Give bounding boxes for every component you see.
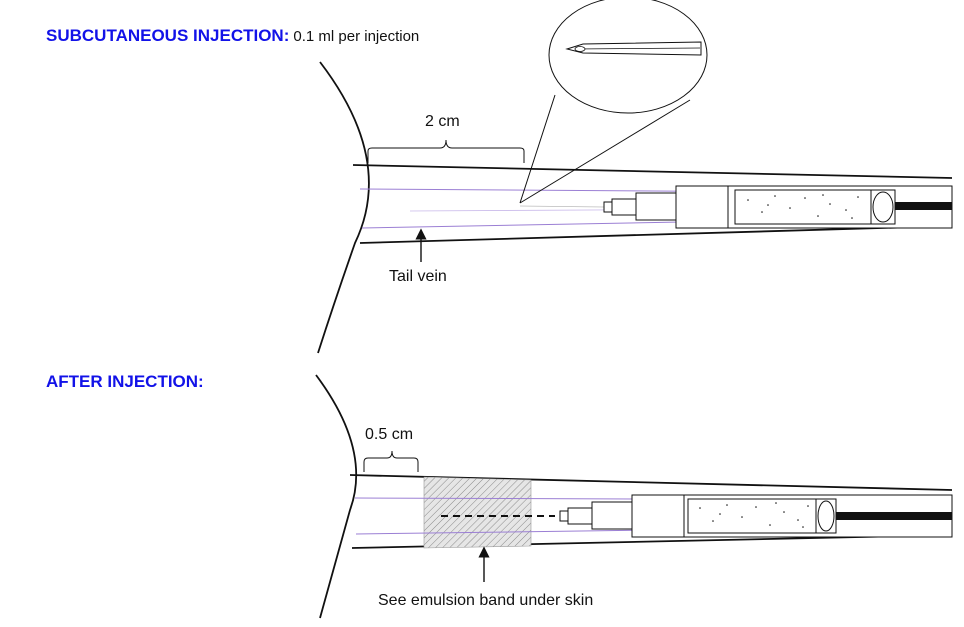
- section-1-title: SUBCUTANEOUS INJECTION:: [46, 26, 290, 45]
- section-2-heading: AFTER INJECTION:: [46, 372, 204, 391]
- body-outline: [315, 374, 358, 619]
- magnifier-cone: [519, 94, 691, 204]
- tail-lower-edge: [359, 225, 953, 244]
- top-diagram: [317, 0, 953, 354]
- tail-upper-edge: [352, 164, 953, 179]
- measure-label-0.5cm: 0.5 cm: [365, 426, 414, 443]
- needle-closeup: [565, 41, 702, 56]
- tail-vein-label: Tail vein: [389, 268, 447, 285]
- injection-volume-note: 0.1 ml per injection: [293, 28, 420, 45]
- magnifier-circle: [548, 0, 708, 114]
- section-1-heading: SUBCUTANEOUS INJECTION:0.1 ml per inject…: [46, 26, 419, 46]
- body-outline: [317, 61, 370, 354]
- bottom-diagram: [315, 374, 953, 619]
- measure-bracket-2cm: [367, 139, 525, 163]
- syringe-bottom: [559, 494, 953, 538]
- emulsion-band-label: See emulsion band under skin: [378, 592, 594, 609]
- measure-label-2cm: 2 cm: [425, 113, 460, 130]
- emulsion-band: [423, 476, 532, 549]
- measure-bracket-0.5cm: [363, 450, 419, 472]
- syringe-top: [519, 185, 953, 229]
